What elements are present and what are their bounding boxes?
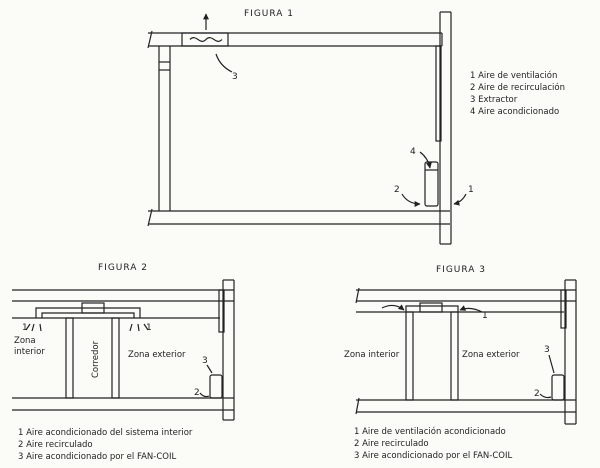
figure-1-title: FIGURA 1: [244, 9, 294, 19]
fig1-callout-4: 4: [410, 147, 416, 157]
fig3-facade-column: [560, 279, 577, 425]
fig2-top-slab: [12, 289, 234, 302]
fig2-leader-2: [199, 392, 210, 398]
fig3-partition-walls: [405, 311, 459, 401]
fig3-leader-3: [548, 354, 555, 374]
fig3-legend-item: 3 Aire acondicionado por el FAN-COIL: [354, 451, 512, 461]
fig1-left-wall: [158, 46, 171, 211]
fig3-legend-item: 2 Aire recirculado: [354, 439, 429, 449]
figure-3-title: FIGURA 3: [436, 265, 486, 275]
fig3-fan-coil-unit: [551, 374, 565, 401]
fig1-legend-item: 2 Aire de recirculación: [470, 82, 565, 93]
figure-2: FIGURA 2: [12, 263, 235, 462]
fig1-fan-coil-unit: [424, 161, 439, 207]
figure-2-title: FIGURA 2: [98, 263, 148, 273]
fig2-callout-1-left: 1: [22, 323, 28, 333]
fig2-zone-corridor: Corredor: [91, 340, 101, 378]
fig2-legend-item: 1 Aire acondicionado del sistema interio…: [18, 428, 193, 438]
fig1-legend-item: 4 Aire acondicionado: [470, 107, 559, 117]
fig1-legend: 1 Aire de ventilación 2 Aire de recircul…: [470, 70, 565, 117]
fig1-callout-2: 2: [394, 185, 400, 195]
fig2-leader-3: [206, 364, 213, 374]
fig2-callout-1-right: 1: [146, 323, 152, 333]
fig2-callout-3: 3: [202, 356, 208, 366]
fig3-air-duct: [405, 302, 459, 313]
fig3-legend: 1 Aire de ventilación acondicionado 2 Ai…: [354, 426, 512, 461]
fig3-top-slab: [355, 287, 576, 304]
fig3-leader-2: [539, 393, 552, 399]
fig1-legend-item: 3 Extractor: [470, 95, 518, 105]
fig2-bottom-slab: [12, 397, 234, 411]
figure-1: FIGURA 1: [147, 9, 565, 245]
fig2-callout-2: 2: [194, 388, 200, 398]
fig3-zone-exterior: Zona exterior: [462, 350, 520, 360]
fig3-callout-2: 2: [534, 389, 540, 399]
fig3-bottom-slab: [355, 397, 576, 415]
fig1-extractor-fan: [181, 32, 229, 47]
fig1-facade-column: [435, 11, 452, 245]
fig2-legend-item: 3 Aire acondicionado por el FAN-COIL: [18, 452, 176, 462]
fig2-facade-column: [218, 279, 235, 421]
fig1-arrow-4: [419, 151, 432, 169]
fig3-zone-interior: Zona interior: [344, 350, 400, 360]
fig1-callout-1: 1: [468, 185, 474, 195]
fig2-zone-interior-line1: Zona: [14, 336, 36, 346]
fig1-legend-item: 1 Aire de ventilación: [470, 70, 557, 81]
fig2-diffuser-right: [129, 323, 149, 332]
fig2-zone-labels: Zona interior Corredor Zona exterior: [14, 336, 186, 378]
fig2-diffuser-left: [25, 323, 42, 332]
figure-3: FIGURA 3: [344, 265, 577, 461]
fig2-zone-interior-line2: interior: [14, 347, 45, 357]
fig2-air-duct: [35, 302, 141, 318]
fig3-arrow-1-left: [381, 304, 405, 311]
fig2-fan-coil-unit: [209, 374, 223, 399]
fig3-legend-item: 1 Aire de ventilación acondicionado: [354, 426, 506, 437]
fig1-callout-3: 3: [232, 72, 238, 82]
fig3-callout-1: 1: [482, 311, 488, 321]
fig2-legend-item: 2 Aire recirculado: [18, 440, 93, 450]
fig1-bottom-slab: [147, 208, 450, 227]
fig2-zone-exterior: Zona exterior: [128, 350, 186, 360]
fig1-arrow-2: [401, 193, 421, 207]
fig1-arrow-1: [453, 193, 467, 206]
fig3-zone-labels: Zona interior Zona exterior: [344, 350, 520, 360]
fig3-callout-3: 3: [544, 345, 550, 355]
fig2-legend: 1 Aire acondicionado del sistema interio…: [18, 428, 193, 462]
fig3-arrow-1-right: [459, 305, 483, 313]
fig1-leader-3: [215, 53, 233, 73]
